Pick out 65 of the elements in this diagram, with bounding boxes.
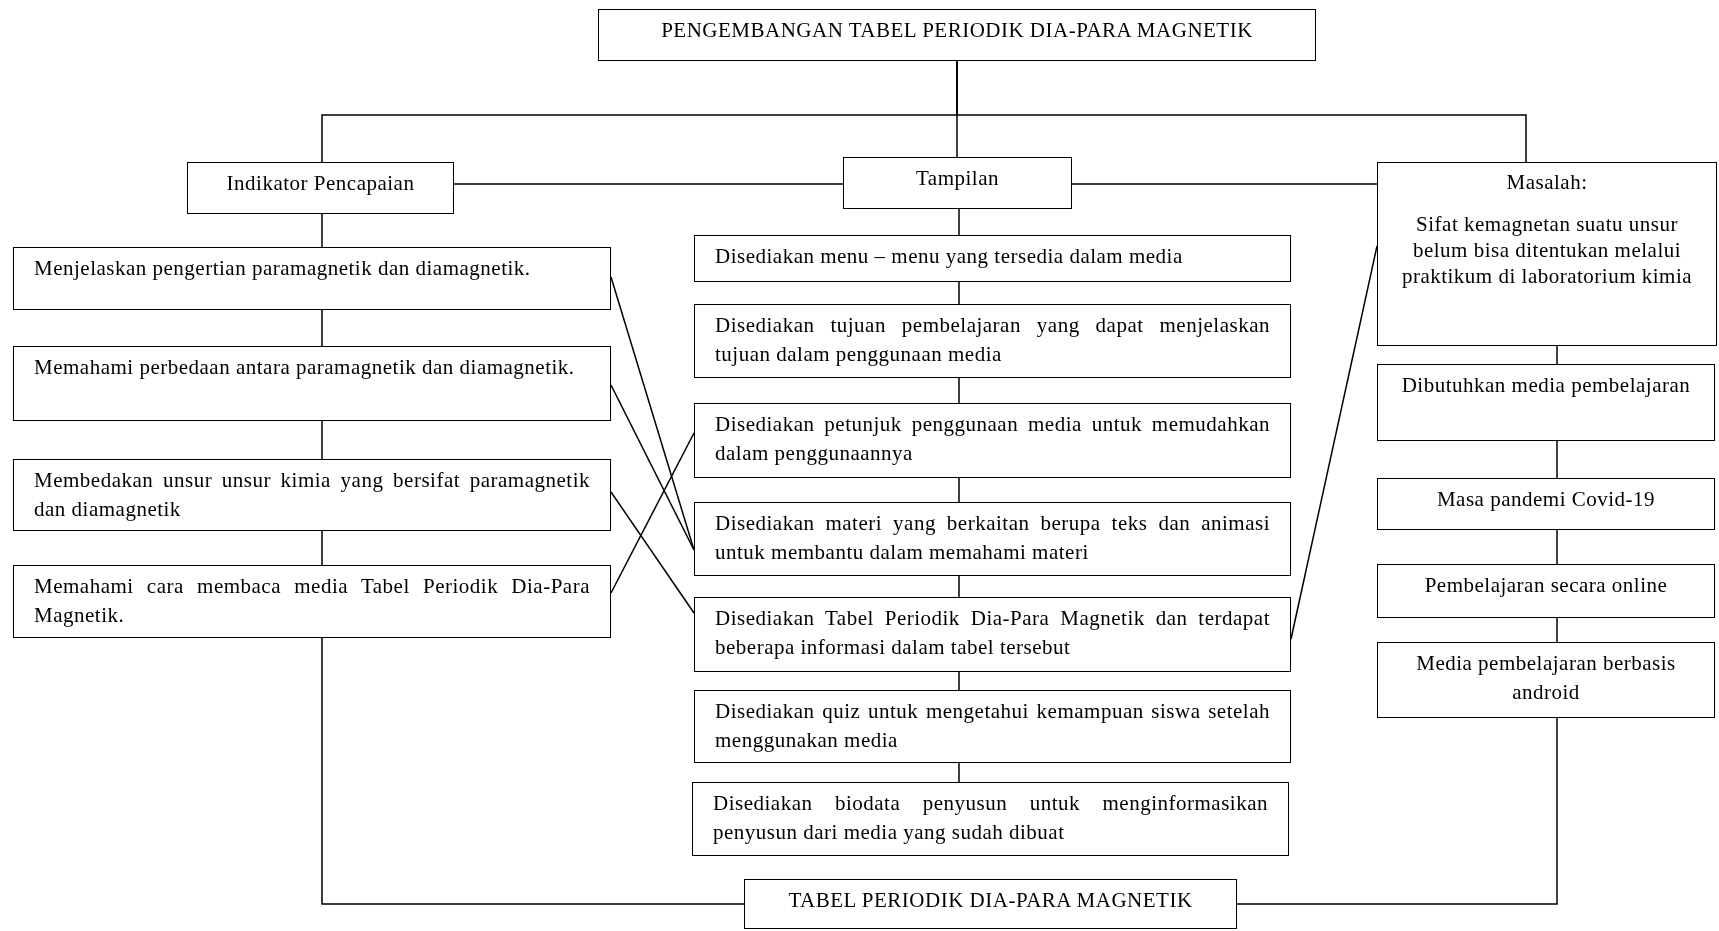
- connector-line: [958, 208, 960, 236]
- connector-line: [453, 183, 844, 185]
- box-text: Disediakan biodata penyusun untuk menginformasikan penyusun dari media yang sudah dibuat: [713, 790, 1268, 846]
- text-box: [694, 690, 1291, 763]
- connector-line: [1556, 440, 1558, 479]
- connector-line: [1556, 529, 1558, 565]
- box-text: Membedakan unsur unsur kimia yang bersifat paramagnetik dan diamagnetik: [34, 467, 590, 523]
- box-text: PENGEMBANGAN TABEL PERIODIK DIA-PARA MAGNETIK: [660, 17, 1254, 44]
- box-text: Menjelaskan pengertian paramagnetik dan diamagnetik.: [34, 255, 532, 282]
- text-box: [1377, 564, 1715, 618]
- box-text: Pembelajaran secara online: [1423, 572, 1669, 599]
- connector-line: [1556, 345, 1558, 365]
- box-text: Disediakan quiz untuk mengetahui kemampuan siswa setelah menggunakan media: [715, 698, 1270, 754]
- connector-line: [321, 213, 323, 248]
- box-text: Memahami perbedaan antara paramagnetik dan diamagnetik.: [34, 354, 576, 381]
- text-box: [13, 565, 611, 638]
- text-box: [694, 235, 1291, 282]
- connector-line: [958, 477, 960, 503]
- box-text: TABEL PERIODIK DIA-PARA MAGNETIK: [787, 887, 1194, 914]
- text-box: [694, 403, 1291, 478]
- box-text: Disediakan menu – menu yang tersedia dalam media: [715, 243, 1184, 270]
- text-box: [187, 162, 454, 214]
- text-box: [744, 879, 1237, 929]
- connector-line: [610, 491, 695, 614]
- text-box: [843, 157, 1072, 209]
- box-text: Disediakan petunjuk penggunaan media untuk memudahkan dalam penggunaannya: [715, 411, 1270, 467]
- connector-line: [958, 377, 960, 404]
- connector-line: [321, 420, 323, 460]
- connector-line: [1236, 717, 1558, 905]
- connector-line: [321, 637, 745, 905]
- box-text: Disediakan tujuan pembelajaran yang dapat menjelaskan tujuan dalam penggunaan media: [715, 312, 1270, 368]
- text-box: [692, 782, 1289, 856]
- box-text: Disediakan materi yang berkaitan berupa teks dan animasi untuk membantu dalam memahami materi: [715, 510, 1270, 566]
- text-box: [694, 304, 1291, 378]
- box-text: Disediakan Tabel Periodik Dia-Para Magnetik dan terdapat beberapa informasi dalam tabel tersebut: [715, 605, 1270, 661]
- box-text: Media pembelajaran berbasis android: [1415, 650, 1677, 706]
- box-text: Tampilan: [915, 165, 1000, 192]
- box-text: Indikator Pencapaian: [225, 170, 416, 197]
- text-box: [1377, 364, 1715, 441]
- text-box: [13, 346, 611, 421]
- text-box: [13, 247, 611, 310]
- text-box: [694, 502, 1291, 576]
- connector-line: [958, 762, 960, 783]
- box-heading: Masalah:: [1505, 169, 1589, 195]
- text-box: [694, 597, 1291, 672]
- connector-line: [610, 384, 695, 551]
- connector-line: [958, 575, 960, 598]
- connector-line: [321, 309, 323, 347]
- connector-line: [610, 432, 695, 594]
- box-text: Dibutuhkan media pembelajaran: [1400, 372, 1692, 399]
- connector-line: [1556, 617, 1558, 643]
- connector-line: [956, 60, 1527, 163]
- connector-line: [321, 530, 323, 566]
- box-text: Sifat kemagnetan suatu unsur belum bisa ditentukan melalui praktikum di laboratorium kimia: [1400, 211, 1694, 289]
- text-box: [1377, 162, 1717, 346]
- box-text: Memahami cara membaca media Tabel Periodik Dia-Para Magnetik.: [34, 573, 590, 629]
- text-box: [13, 459, 611, 531]
- connector-line: [958, 671, 960, 691]
- box-text: Masa pandemi Covid-19: [1435, 486, 1657, 513]
- text-box: [1377, 642, 1715, 718]
- connector-line: [1071, 183, 1378, 185]
- text-box: [1377, 478, 1715, 530]
- text-box: [598, 9, 1316, 61]
- connector-line: [1290, 245, 1378, 640]
- connector-line: [958, 281, 960, 305]
